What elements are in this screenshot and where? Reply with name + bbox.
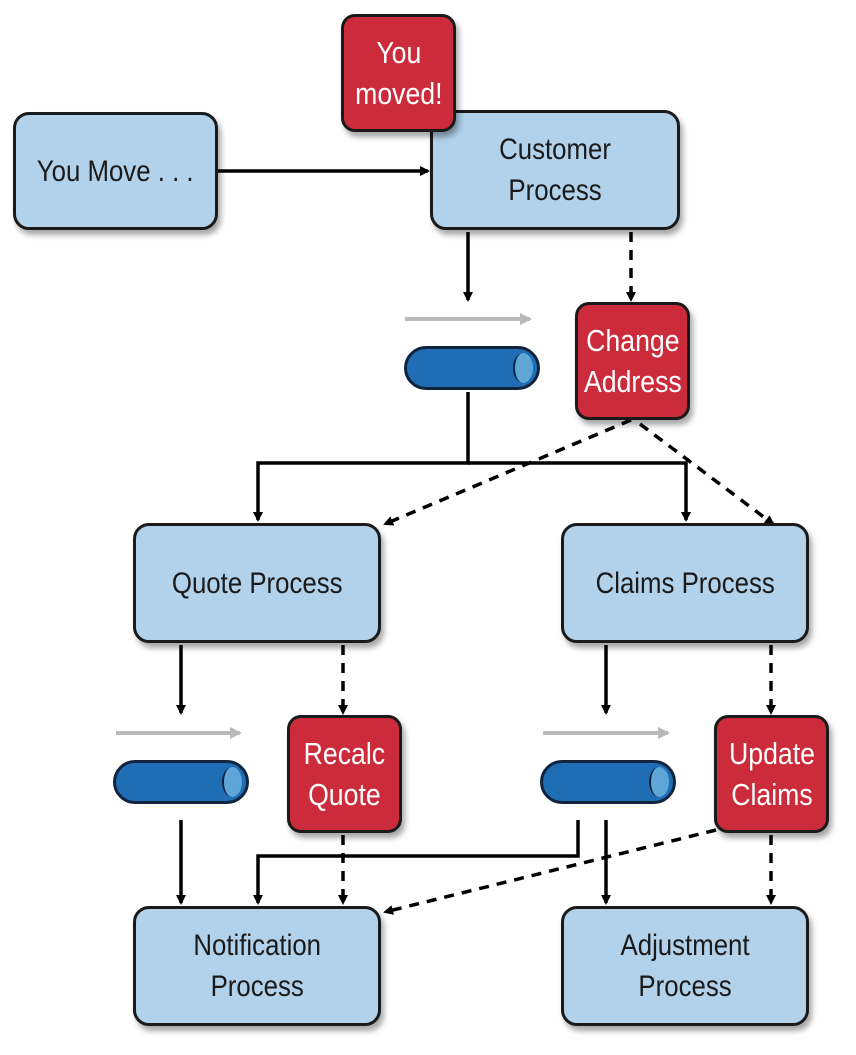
edge-changeaddress-claims	[638, 422, 775, 526]
event-queue-customer	[404, 346, 540, 390]
event-you-moved: You moved!	[341, 14, 456, 132]
edge-queue3-notification	[253, 820, 580, 905]
node-notification-process: Notification Process	[133, 906, 381, 1026]
node-claims-process-label: Claims Process	[595, 566, 775, 600]
queue-cap	[513, 353, 533, 383]
node-adjustment-process-label: Adjustment Process	[620, 929, 750, 1003]
event-change-address: Change Address	[575, 302, 690, 420]
node-quote-process: Quote Process	[133, 523, 381, 643]
edge-updateclaims-notification	[383, 828, 717, 915]
event-you-moved-label: You moved!	[354, 35, 443, 111]
node-customer-process-label: Customer Process	[499, 133, 611, 207]
event-queue-quote	[113, 760, 249, 804]
node-adjustment-process: Adjustment Process	[561, 906, 809, 1026]
event-recalc-quote-label: Recalc Quote	[303, 736, 386, 812]
event-change-address-label: Change Address	[583, 323, 682, 399]
edge-changeaddress-quote	[383, 418, 632, 526]
node-customer-process: Customer Process	[430, 110, 680, 230]
edge-queue1-claims	[468, 461, 691, 522]
queue-cap	[222, 767, 242, 797]
node-claims-process: Claims Process	[561, 523, 809, 643]
node-quote-process-label: Quote Process	[171, 566, 343, 600]
event-update-claims-label: Update Claims	[728, 736, 815, 812]
event-update-claims: Update Claims	[714, 715, 829, 833]
node-notification-process-label: Notification Process	[193, 929, 321, 1003]
event-recalc-quote: Recalc Quote	[287, 715, 402, 833]
node-you-move-label: You Move . . .	[37, 154, 194, 188]
node-you-move: You Move . . .	[13, 112, 218, 230]
queue-cap	[649, 767, 669, 797]
event-queue-claims	[540, 760, 676, 804]
edge-queue1-split	[253, 392, 470, 522]
